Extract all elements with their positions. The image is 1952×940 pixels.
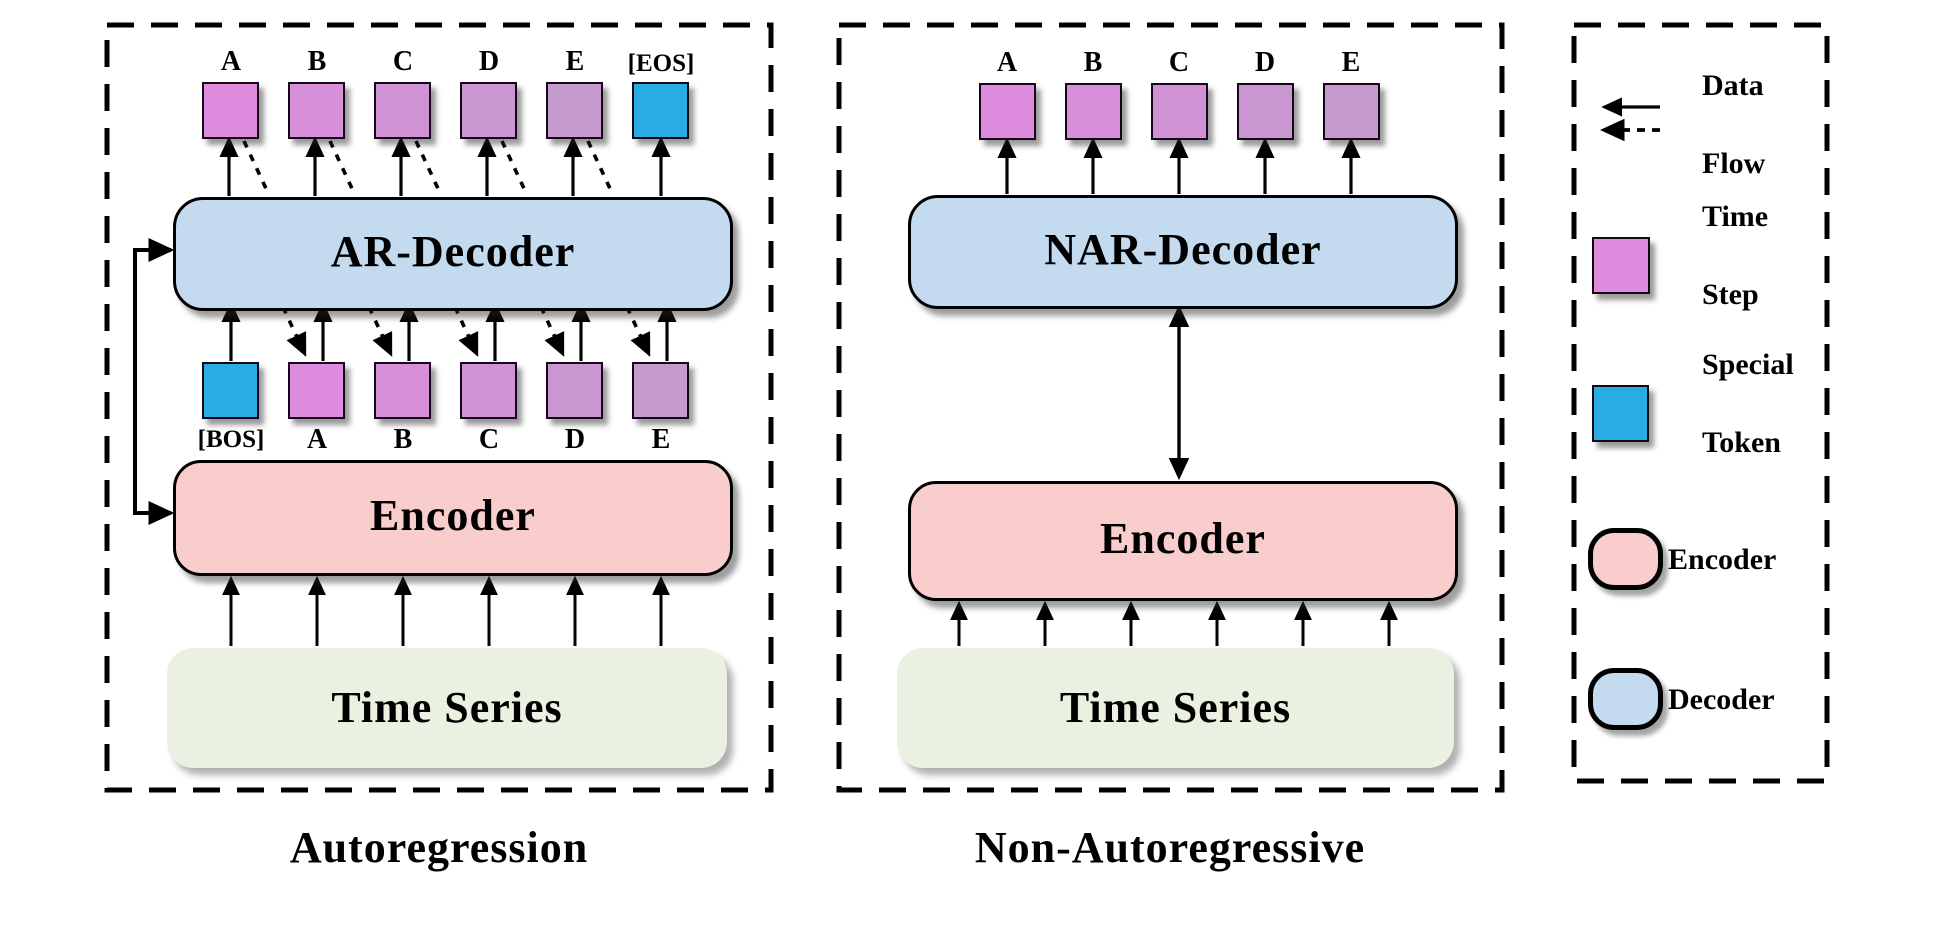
encoder-box: Encoder [908, 481, 1458, 601]
data-flow-dashed-line [586, 140, 615, 196]
time-step-square [1323, 83, 1380, 140]
legend-special-token-line2: Token [1702, 426, 1781, 459]
ar-decoder-box: AR-Decoder [173, 197, 733, 311]
legend-encoder-icon [1588, 528, 1663, 590]
input-token-label: A [306, 424, 328, 455]
legend-time-step-line1: Time [1702, 200, 1769, 233]
time-series-box: Time Series [897, 648, 1454, 768]
input-token-label: B [393, 424, 413, 455]
legend-panel-border [1571, 22, 1830, 784]
output-token-label-eos: [EOS] [627, 50, 695, 77]
legend-time-step-line2: Step [1702, 278, 1759, 311]
input-token-label-bos: [BOS] [197, 426, 265, 453]
time-step-square [374, 82, 431, 139]
right-panel-border [836, 22, 1505, 793]
data-flow-dashed-arrow [281, 306, 307, 357]
encoder-box: Encoder [173, 460, 733, 576]
time-step-square [288, 82, 345, 139]
left-panel-border [104, 22, 774, 793]
time-step-square [460, 82, 517, 139]
time-step-square [979, 83, 1036, 140]
input-token-label: C [478, 424, 500, 455]
time-step-square [1151, 83, 1208, 140]
time-series-box: Time Series [167, 648, 727, 768]
time-step-square [1065, 83, 1122, 140]
output-token-label: B [1083, 47, 1103, 78]
data-flow-dashed-arrow [539, 306, 565, 357]
data-flow-dashed-line [328, 140, 357, 196]
legend-decoder-label: Decoder [1668, 683, 1775, 716]
time-step-square [632, 362, 689, 419]
nar-decoder-box: NAR-Decoder [908, 195, 1458, 309]
legend-special-token-label: Special Token [1702, 345, 1794, 462]
data-flow-dashed-arrow [625, 306, 651, 357]
time-step-square [546, 362, 603, 419]
output-token-label: D [1254, 47, 1276, 78]
output-token-label: A [996, 47, 1018, 78]
legend-decoder-icon [1588, 668, 1663, 730]
legend-special-token-line1: Special [1702, 348, 1794, 381]
legend-data-flow-label: Data Flow [1702, 66, 1765, 183]
encoder-decoder-connector [133, 248, 171, 515]
legend-data-flow-line2: Flow [1702, 147, 1766, 180]
data-flow-dashed-arrow [453, 306, 479, 357]
legend-special-token-icon [1592, 385, 1649, 442]
time-step-square [1237, 83, 1294, 140]
output-token-label: C [392, 46, 414, 77]
legend-time-step-icon [1592, 237, 1650, 294]
time-step-square [460, 362, 517, 419]
output-token-label: A [220, 46, 242, 77]
data-flow-dashed-line [414, 140, 443, 196]
left-panel-caption: Autoregression [289, 823, 589, 872]
legend-data-flow-line1: Data [1702, 69, 1764, 102]
input-token-label: D [564, 424, 586, 455]
output-token-label: D [478, 46, 500, 77]
data-flow-dashed-arrow [367, 306, 393, 357]
data-flow-dashed-line [500, 140, 529, 196]
output-token-label: C [1168, 47, 1190, 78]
special-token-square-eos [632, 82, 689, 139]
output-token-label: E [565, 46, 585, 77]
special-token-square-bos [202, 362, 259, 419]
time-step-square [202, 82, 259, 139]
legend-time-step-label: Time Step [1702, 197, 1768, 314]
time-step-square [288, 362, 345, 419]
output-token-label: B [307, 46, 327, 77]
right-panel-caption: Non-Autoregressive [974, 823, 1366, 872]
data-flow-dashed-line [242, 140, 271, 196]
input-token-label: E [651, 424, 671, 455]
legend-encoder-label: Encoder [1668, 543, 1777, 576]
time-step-square [546, 82, 603, 139]
time-step-square [374, 362, 431, 419]
output-token-label: E [1341, 47, 1361, 78]
